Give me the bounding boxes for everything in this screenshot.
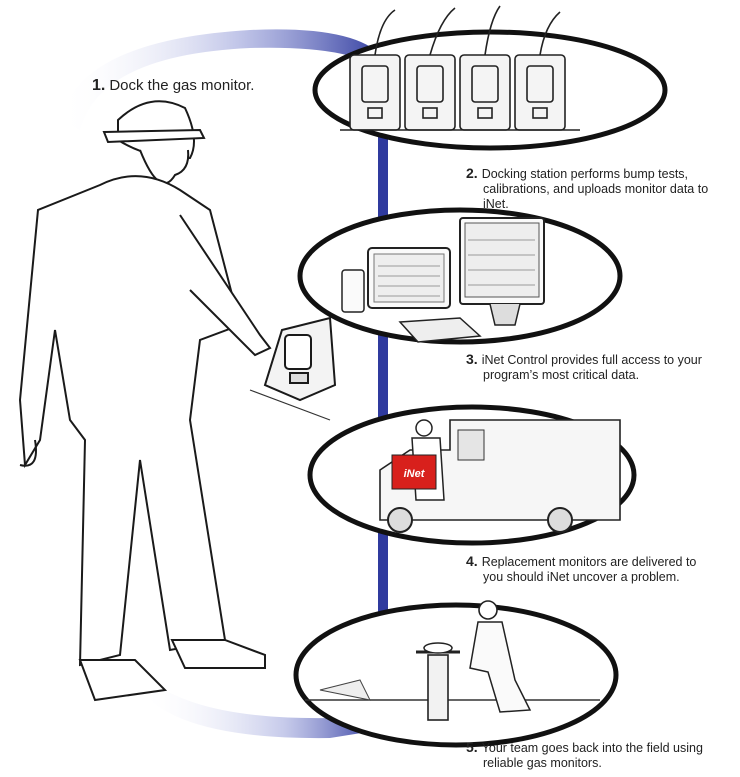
worker-figure bbox=[18, 100, 272, 702]
oval-delivery-van: iNet bbox=[307, 404, 637, 546]
step-2-label: 2.Docking station performs bump tests, c… bbox=[466, 166, 736, 212]
oval-computer-tablet bbox=[297, 207, 623, 345]
oval-docking-stations bbox=[312, 5, 668, 151]
step-2-line2: calibrations, and uploads monitor data t… bbox=[483, 182, 709, 211]
step-2-line1: Docking station performs bump tests, bbox=[481, 167, 689, 181]
step-3-line2: program’s most critical data. bbox=[483, 368, 640, 382]
step-2-number: 2. bbox=[466, 165, 478, 181]
step-1-number: 1. bbox=[92, 77, 106, 94]
oval-field-worker bbox=[293, 600, 619, 748]
inet-red-box bbox=[391, 454, 437, 490]
docking-device bbox=[249, 316, 337, 421]
top-arc bbox=[60, 29, 385, 130]
vertical-path bbox=[378, 60, 388, 725]
step-4-label: 4.Replacement monitors are delivered to … bbox=[466, 554, 736, 585]
step-3-number: 3. bbox=[466, 351, 478, 367]
step-1-text: Dock the gas monitor. bbox=[109, 77, 255, 94]
step-5-line2: reliable gas monitors. bbox=[483, 756, 602, 770]
step-5-number: 5. bbox=[466, 739, 478, 755]
bottom-arc bbox=[140, 680, 380, 739]
step-4-line1: Replacement monitors are delivered to bbox=[481, 555, 697, 569]
step-1-label: 1.Dock the gas monitor. bbox=[92, 77, 255, 94]
step-3-label: 3.iNet Control provides full access to y… bbox=[466, 352, 736, 383]
step-4-line2: you should iNet uncover a problem. bbox=[483, 570, 680, 584]
inet-box-label: iNet bbox=[404, 468, 426, 480]
step-3-line1: iNet Control provides full access to you… bbox=[481, 353, 702, 367]
step-4-number: 4. bbox=[466, 553, 478, 569]
step-5-label: 5.Your team goes back into the field usi… bbox=[466, 740, 736, 771]
step-5-line1: Your team goes back into the field using bbox=[481, 741, 703, 755]
